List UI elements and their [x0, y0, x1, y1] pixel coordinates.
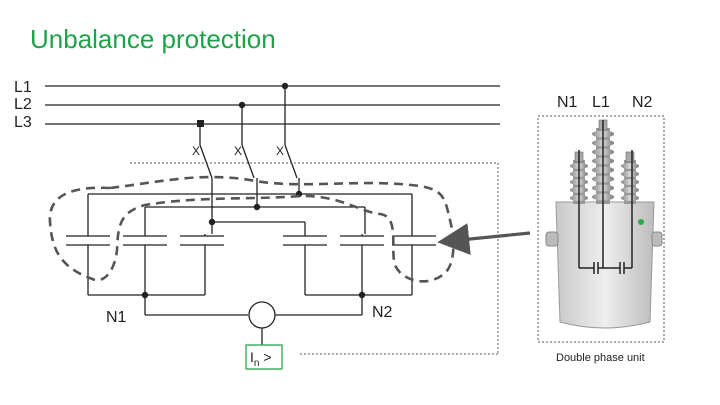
switch-blade-l2: [241, 144, 255, 179]
tap-l3: [197, 120, 204, 127]
switch-mark-l3: X: [192, 144, 200, 158]
current-relay-icon: [245, 344, 283, 370]
unit-caption: Double phase unit: [556, 352, 645, 364]
switch-mark-l2: X: [234, 144, 242, 158]
current-transformer-icon: [248, 301, 276, 329]
unit-terminal-n2: N2: [632, 94, 653, 111]
switch-blade-l3: [199, 144, 213, 179]
pointer-arrow: [437, 223, 531, 256]
bus-label-l3: L3: [14, 114, 32, 131]
switch-mark-l1: X: [276, 144, 284, 158]
capacitor-icon: [66, 234, 436, 345]
relay-label: In >: [250, 349, 272, 369]
bus-label-l2: L2: [14, 96, 32, 113]
neutral-label-n2: N2: [372, 304, 393, 321]
bus-label-l1: L1: [14, 79, 32, 96]
switch-blade-l1: [284, 144, 298, 179]
dashed-unbalance-loop: [48, 175, 455, 283]
unit-terminal-l1: L1: [592, 94, 610, 111]
neutral-label-n1: N1: [106, 309, 127, 326]
page-title: Unbalance protection: [30, 24, 276, 54]
double-phase-unit-illustration: [545, 119, 663, 329]
unit-terminal-n1: N1: [557, 94, 578, 111]
bushing-icon: [621, 151, 639, 204]
